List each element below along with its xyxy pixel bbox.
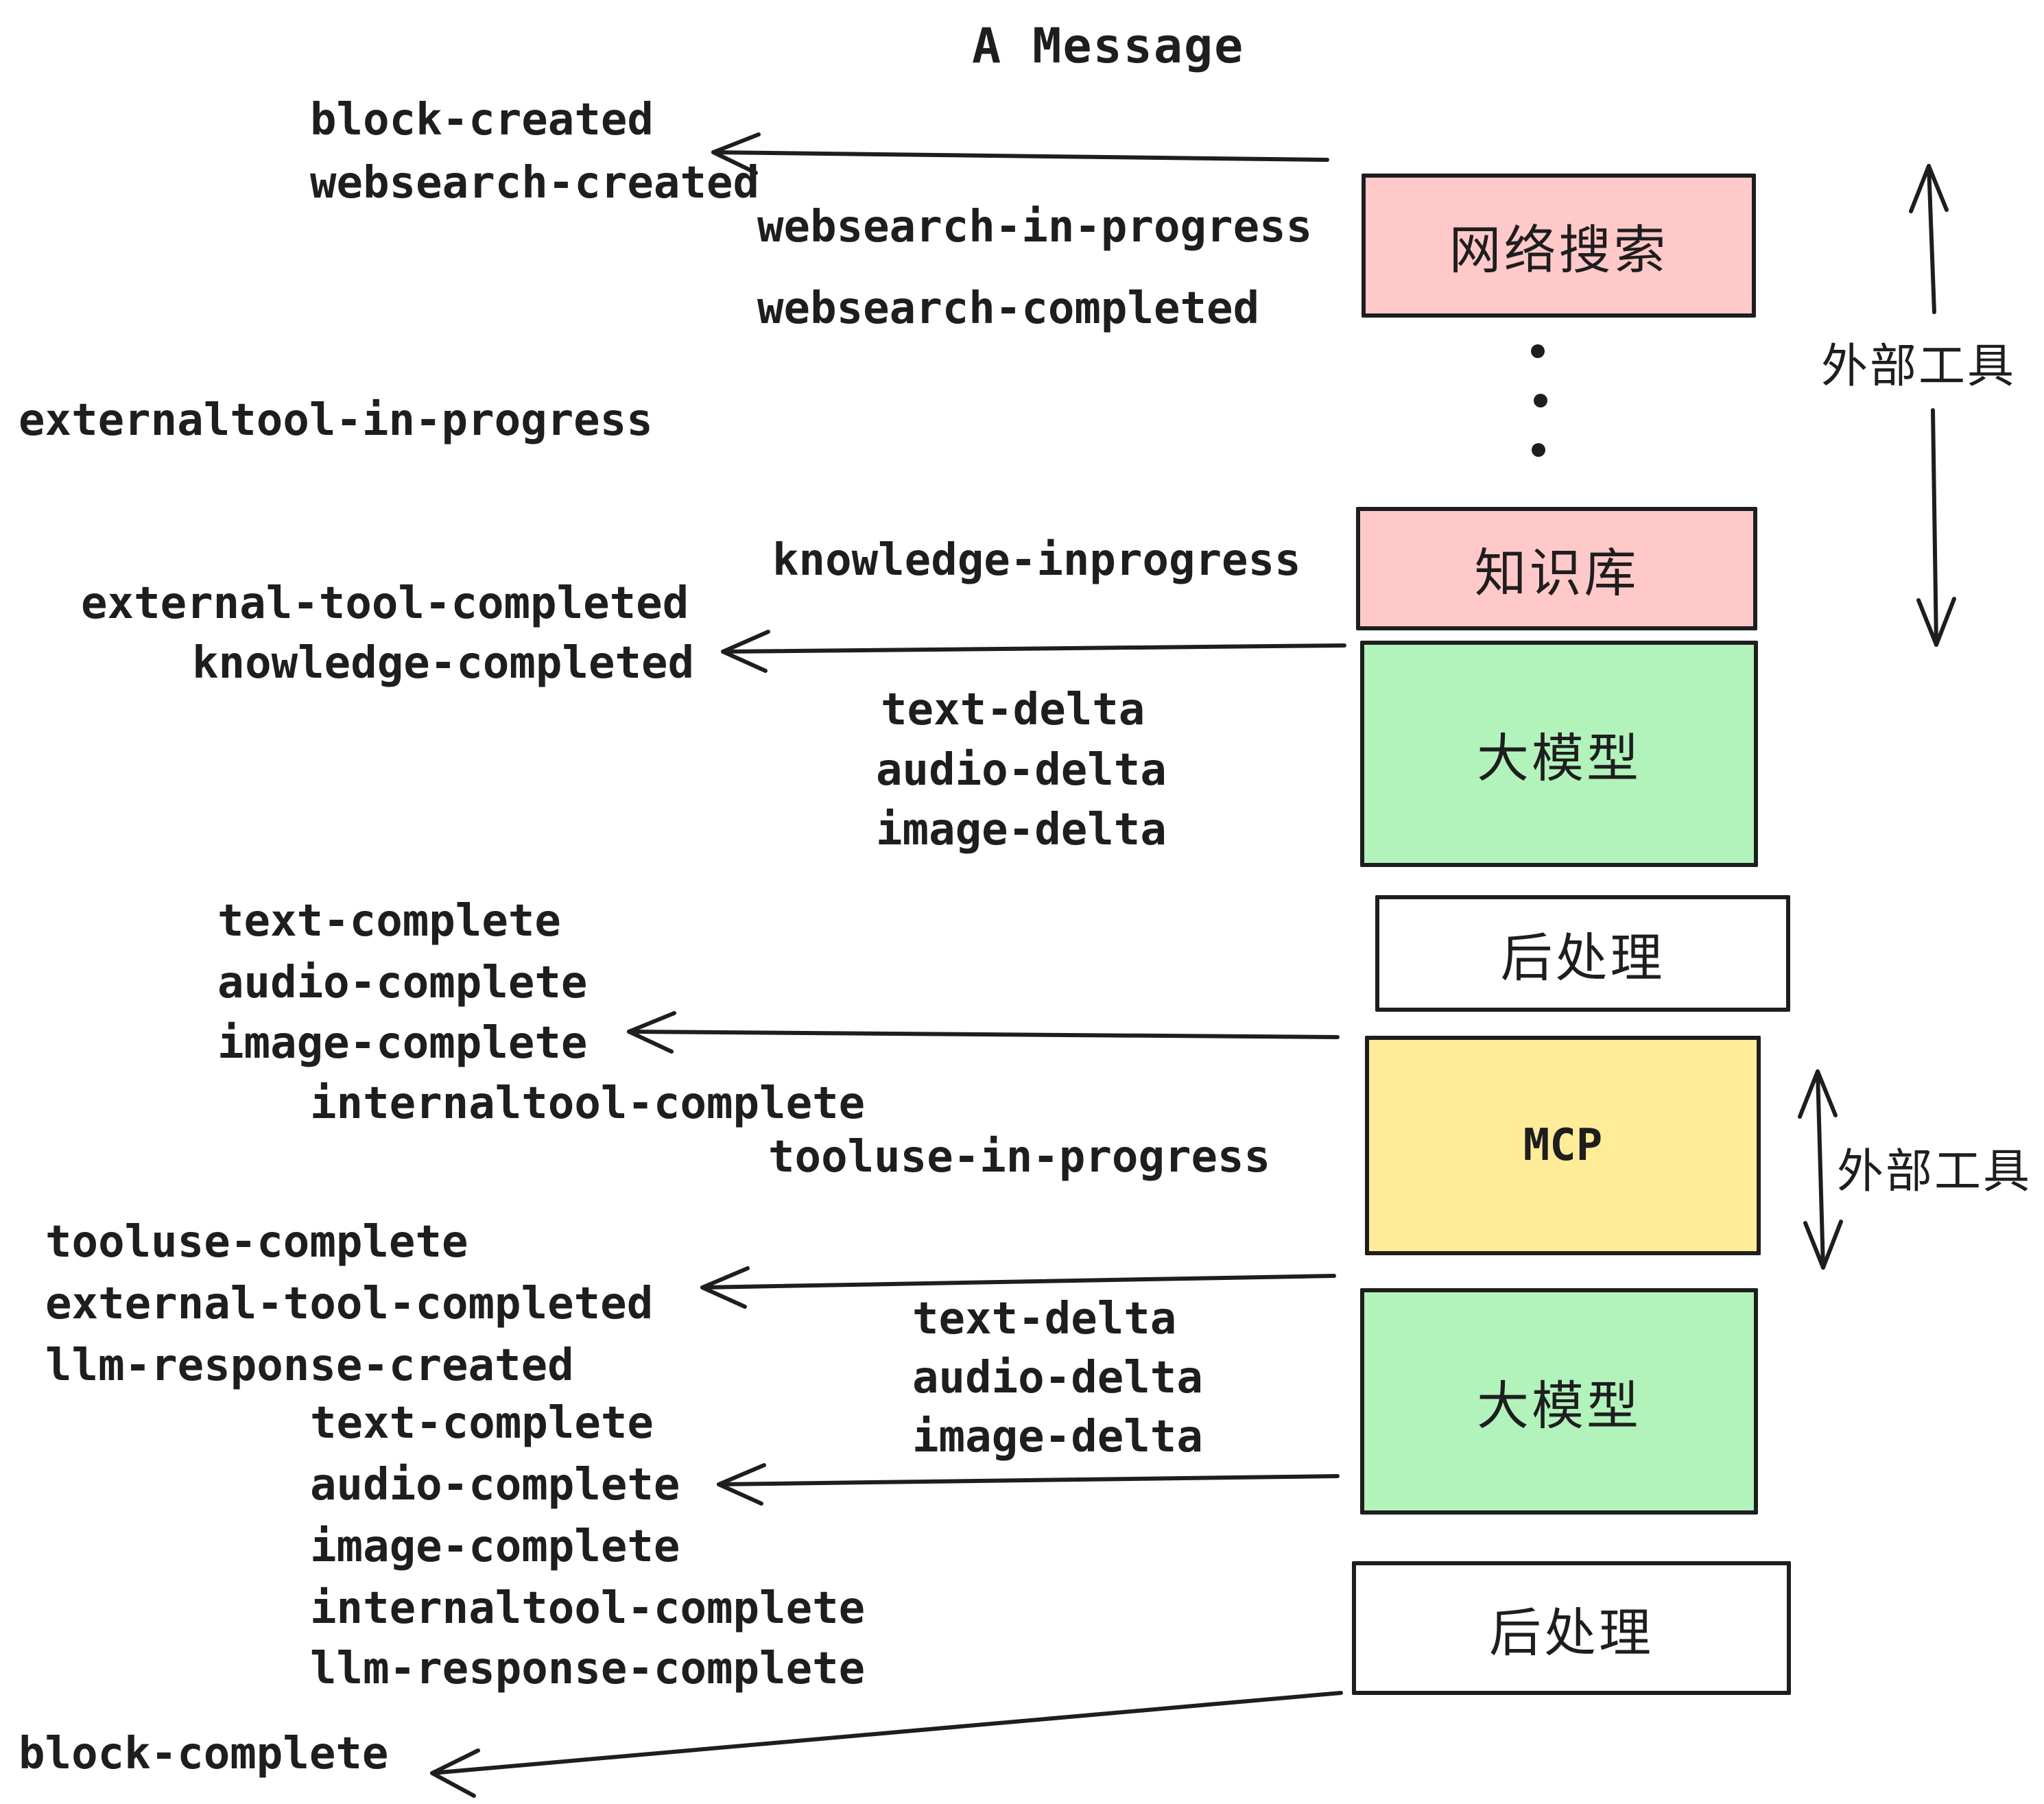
arrow-to-image-complete-icon [627, 1011, 1340, 1054]
event-knowledge-inprogress: knowledge-inprogress [772, 535, 1301, 586]
box-postprocess-1-label: 后处理 [1500, 927, 1665, 988]
event-tooluse-in-progress: tooluse-in-progress [768, 1132, 1271, 1183]
event-external-tool-completed-1: external-tool-completed [81, 578, 689, 629]
event-image-delta-2: image-delta [912, 1412, 1203, 1462]
box-postprocess-2: 后处理 [1352, 1561, 1791, 1695]
diagram-title: A Message [972, 18, 1245, 74]
box-knowledge: 知识库 [1356, 507, 1757, 630]
event-external-tool-completed-2: external-tool-completed [45, 1279, 654, 1329]
event-llm-response-created: llm-response-created [45, 1340, 574, 1391]
arrow-to-audio-complete-icon [717, 1463, 1340, 1506]
box-mcp: MCP [1365, 1036, 1761, 1255]
external-tools-label-1: 外部工具 [1821, 340, 2017, 394]
event-llm-response-complete: llm-response-complete [310, 1643, 866, 1694]
event-block-created: block-created [310, 95, 654, 145]
event-image-complete-1: image-complete [217, 1018, 588, 1069]
event-knowledge-completed: knowledge-completed [192, 638, 695, 689]
box-llm-2: 大模型 [1360, 1288, 1758, 1515]
box-mcp-label: MCP [1523, 1120, 1603, 1171]
box-websearch-label: 网络搜索 [1449, 219, 1669, 281]
event-externaltool-in-progress: externaltool-in-progress [19, 395, 653, 446]
box-postprocess-1: 后处理 [1375, 895, 1790, 1012]
box-llm-1: 大模型 [1360, 641, 1758, 867]
event-image-delta-1: image-delta [876, 805, 1167, 855]
box-postprocess-2-label: 后处理 [1489, 1602, 1654, 1663]
event-audio-complete-2: audio-complete [310, 1460, 680, 1510]
event-tooluse-complete: tooluse-complete [45, 1217, 468, 1268]
external-tools-label-2: 外部工具 [1837, 1145, 2032, 1199]
event-audio-delta-1: audio-delta [876, 745, 1167, 796]
event-websearch-completed: websearch-completed [757, 283, 1260, 334]
event-text-complete-1: text-complete [217, 896, 561, 947]
event-websearch-created: websearch-created [310, 158, 760, 209]
box-knowledge-label: 知识库 [1474, 543, 1639, 604]
event-internaltool-complete-1: internaltool-complete [310, 1078, 866, 1129]
arrow-to-knowledge-completed-icon [721, 630, 1346, 673]
event-image-complete-2: image-complete [310, 1521, 680, 1572]
event-websearch-in-progress: websearch-in-progress [757, 202, 1313, 252]
event-text-complete-2: text-complete [310, 1398, 654, 1449]
ellipsis-dots-icon [1531, 344, 1547, 457]
event-audio-delta-2: audio-delta [912, 1353, 1203, 1403]
double-arrow-external-tools-top-icon [1909, 164, 1956, 647]
arrow-to-block-complete-icon [430, 1691, 1343, 1798]
arrow-to-websearch-created-icon [711, 132, 1329, 175]
double-arrow-external-tools-mcp-icon [1798, 1069, 1843, 1270]
box-websearch: 网络搜索 [1362, 174, 1756, 318]
box-llm-2-label: 大模型 [1477, 1375, 1641, 1436]
event-audio-complete-1: audio-complete [217, 958, 588, 1008]
box-llm-1-label: 大模型 [1477, 728, 1641, 789]
event-block-complete: block-complete [19, 1729, 389, 1779]
event-internaltool-complete-2: internaltool-complete [310, 1583, 866, 1634]
event-text-delta-1: text-delta [881, 685, 1145, 735]
event-text-delta-2: text-delta [912, 1294, 1177, 1344]
